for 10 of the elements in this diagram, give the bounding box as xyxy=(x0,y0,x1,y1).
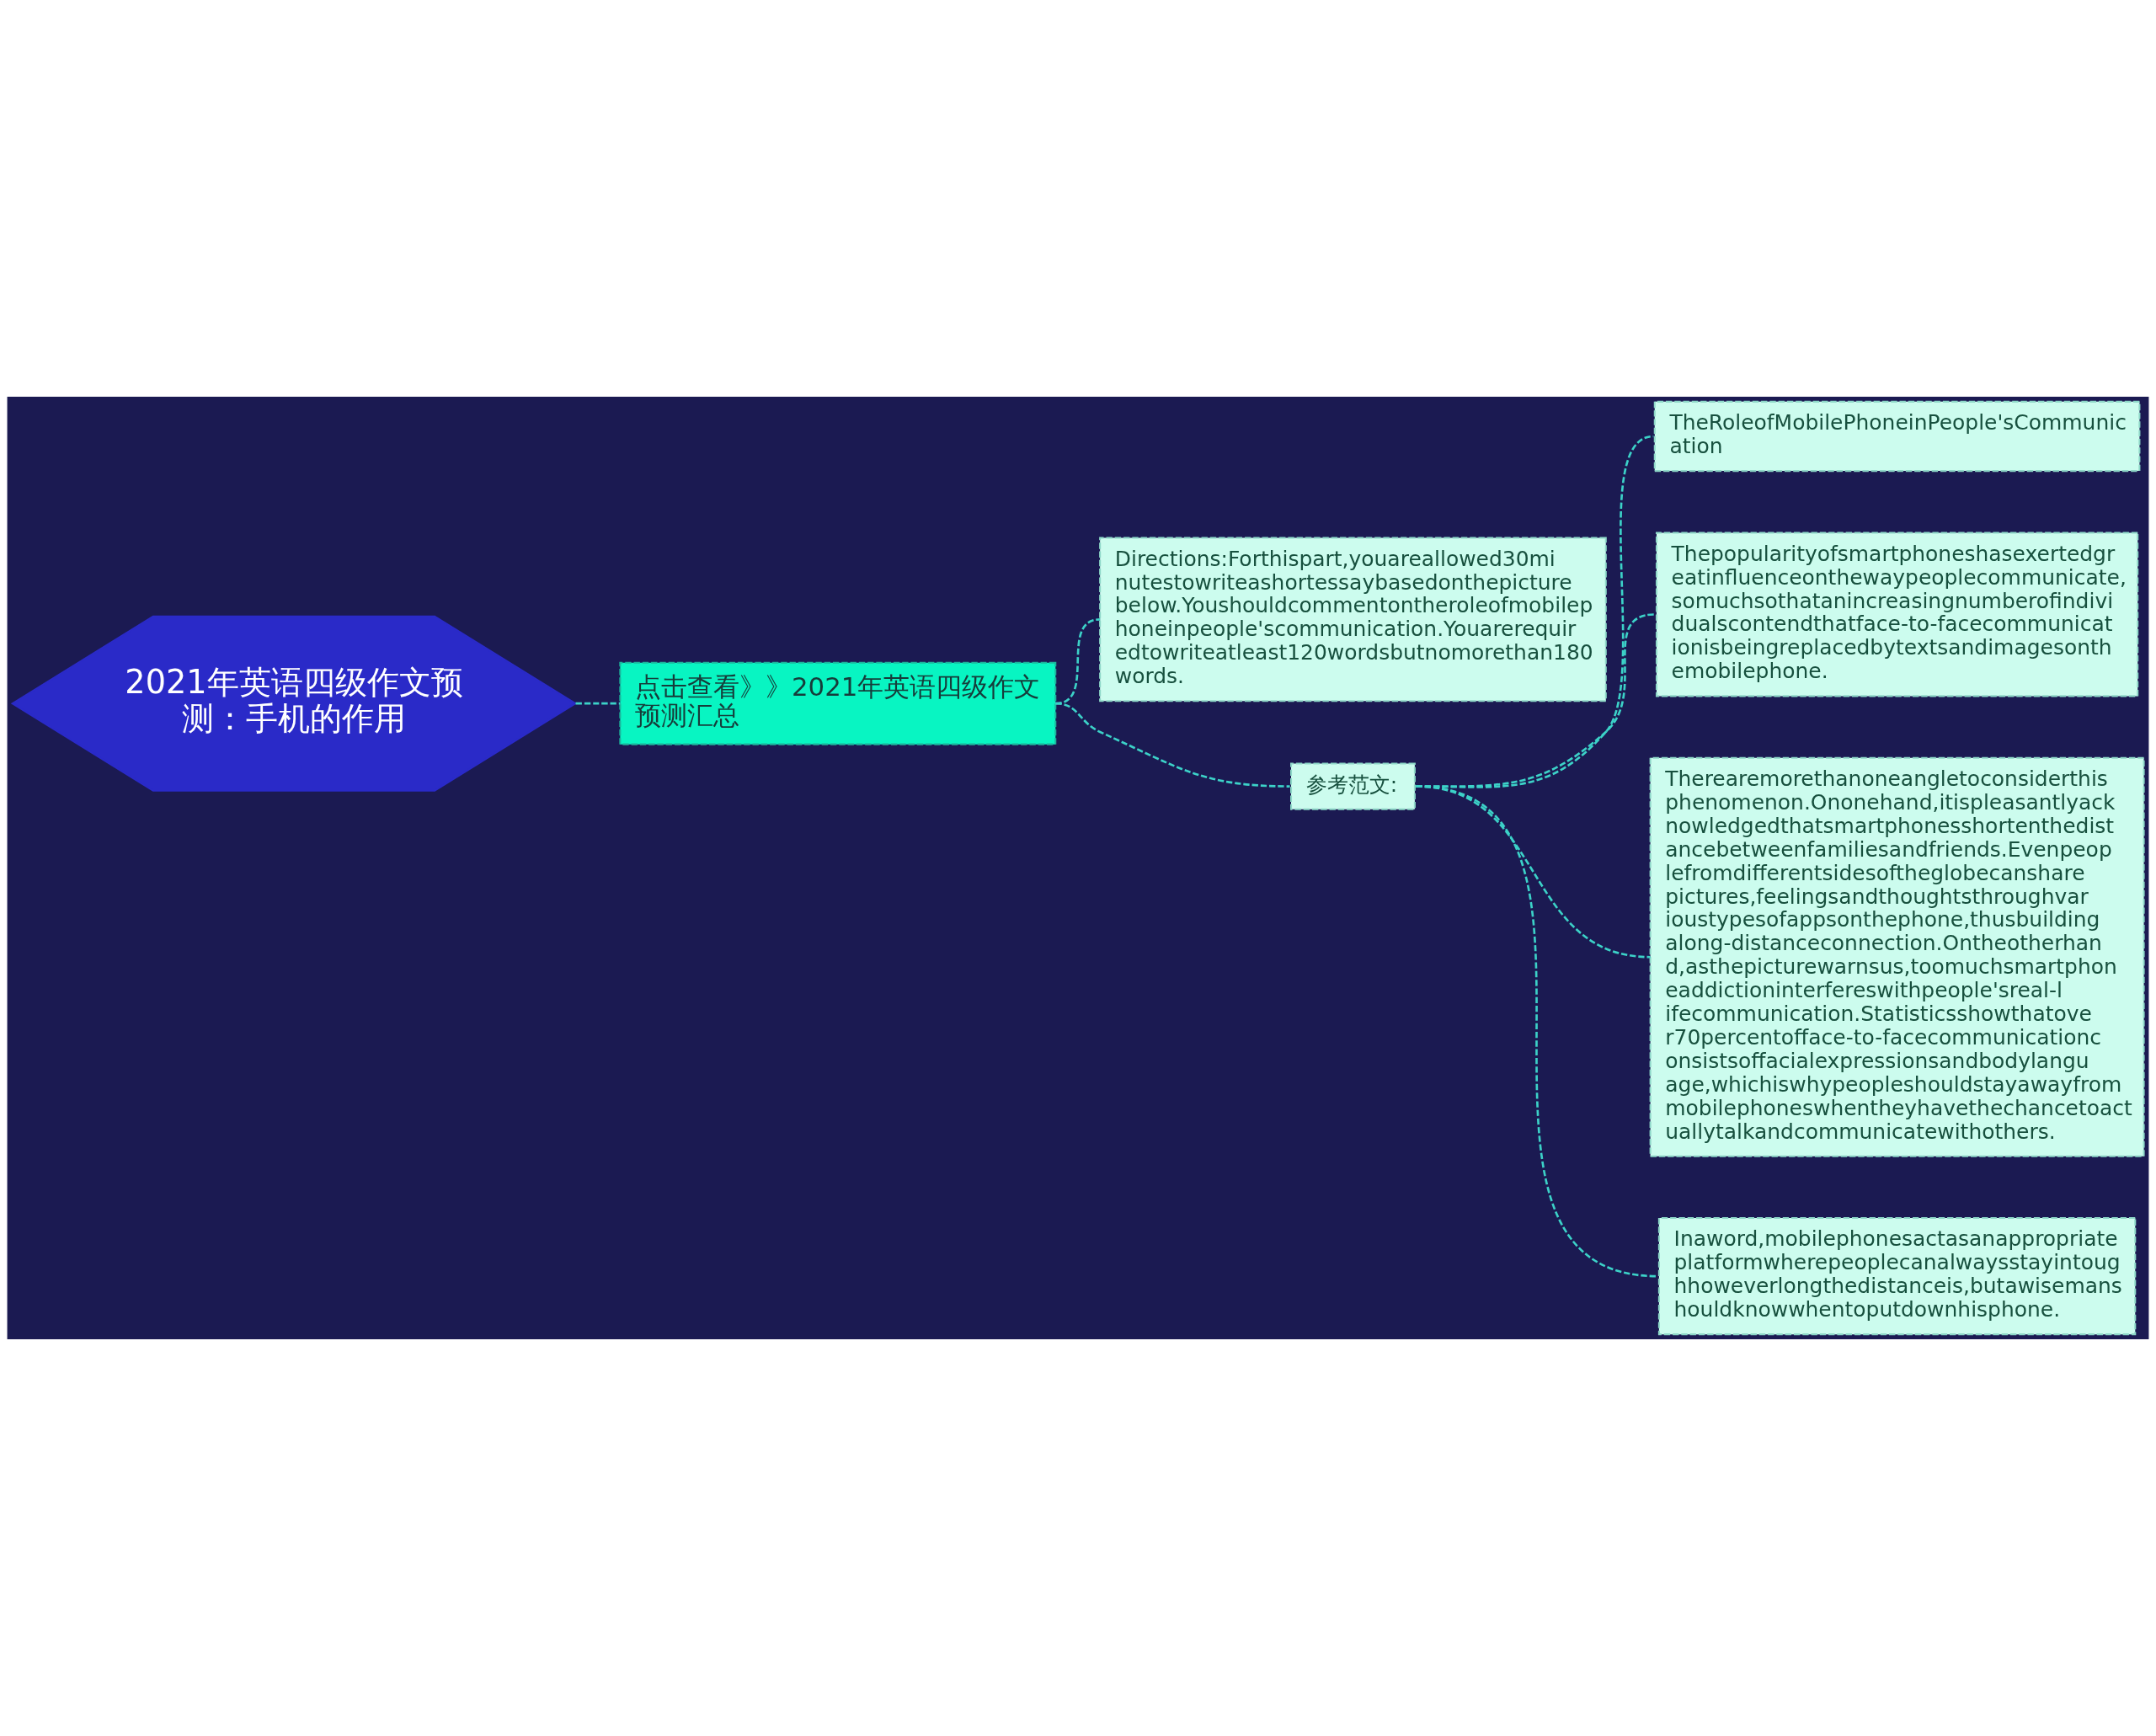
node-box: TheRoleofMobilePhoneinPeople'sCommunication xyxy=(1653,400,2141,473)
node-box: Directions:Forthispart,youareallowed30minutestowriteashortessaybasedonthepicturebelow.Youshouldcommentontheroleofmobilephoneinpeople'scommunication.Youarerequiredtowriteatleast120wordsbutnomorethan180words. xyxy=(1099,537,1607,702)
connector xyxy=(1055,702,1290,788)
connector xyxy=(575,702,621,705)
node-box: Inaword,mobilephonesactasanappropriateplatformwherepeoplecanalwaysstayintoughhoweverlongthedistanceis,butawisemanshouldknowwhentoputdownhisphone. xyxy=(1657,1217,2137,1336)
node-box: 参考范文: xyxy=(1290,762,1416,810)
node-box: Therearemorethanoneangletoconsiderthisphenomenon.Ononehand,itispleasantlyacknowledgedthatsmartphonesshortenthedistancebetweenfamiliesandfriends.Evenpeoplefromdifferentsidesoftheglobecansharepictures,feelingsandthoughtsthroughvarioustypesofappsonthephone,thusbuildingalong-distanceconnection.Ontheotherhand,asthepicturewarnsus,toomuchsmartphoneaddictioninterfereswithpeople'sreal-lifecommunication.Statisticsshowthatover70percentofface-to-facecommunicationconsistsoffacialexpressionsandbodylanguage,whichiswhypeopleshouldstayawayfrommobilephoneswhentheyhavethechancetoactuallytalkandcommunicatewithothers. xyxy=(1649,756,2145,1157)
connector xyxy=(1416,785,1657,1278)
node-box: 点击查看》》2021年英语四级作文预测汇总 xyxy=(619,661,1057,745)
node-box: Thepopularityofsmartphoneshasexertedgreatinfluenceonthewaypeoplecommunicate,somuchsothatanincreasingnumberofindividualscontendthatface-to-facecommunicationisbeingreplacedbytextsandimagesonthemobilephone. xyxy=(1655,531,2139,697)
